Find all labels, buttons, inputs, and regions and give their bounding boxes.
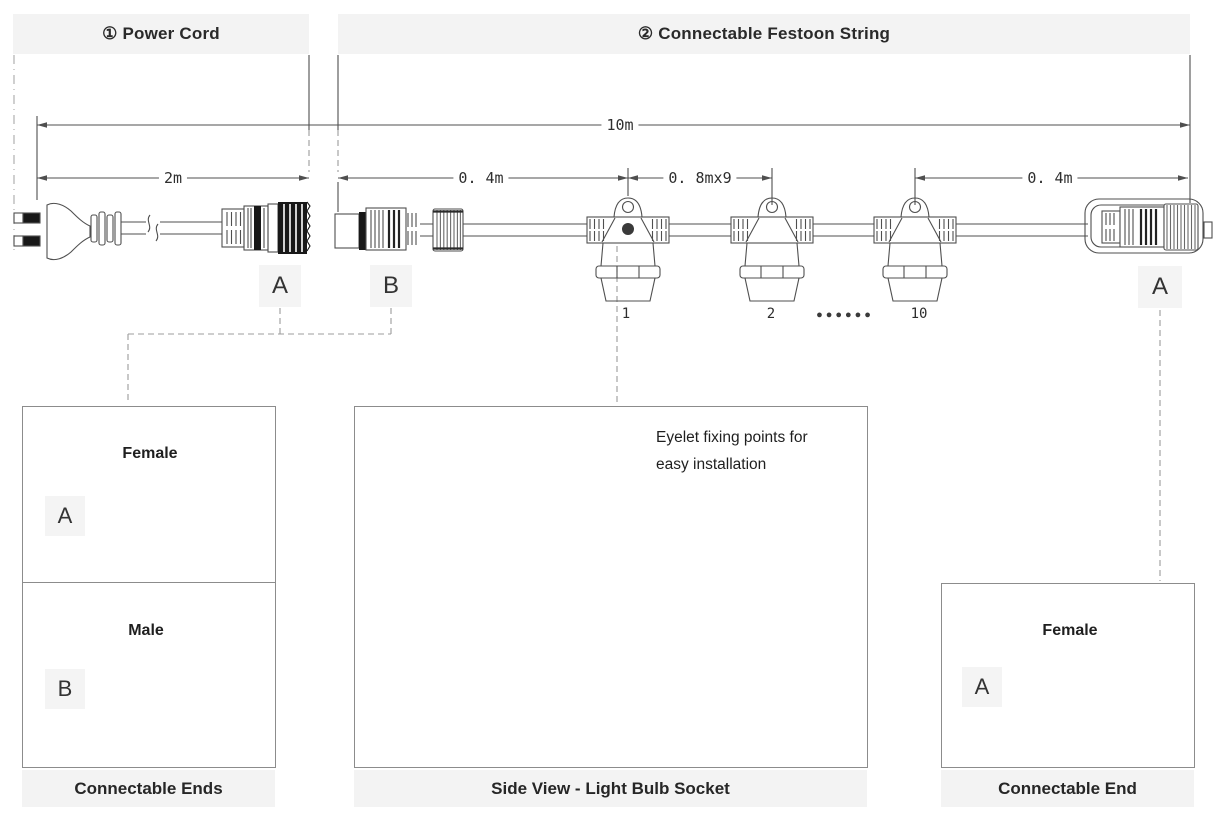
male-connector-title: Male bbox=[128, 622, 164, 639]
power-cord-female-connector-drawing bbox=[221, 201, 311, 254]
bulb-socket-1-drawing bbox=[586, 197, 670, 302]
marker-a-power-cord-end: A bbox=[259, 265, 301, 307]
chip-b-male: B bbox=[45, 669, 85, 709]
string-male-connector-drawing bbox=[334, 207, 464, 252]
socket-number-10: 10 bbox=[910, 306, 928, 322]
festoon-cable bbox=[463, 223, 1088, 237]
extension-lines bbox=[13, 55, 1191, 250]
end-female-title: Female bbox=[1042, 622, 1098, 639]
string-end-connector-drawing bbox=[1084, 198, 1213, 254]
chip-a-end-female: A bbox=[962, 667, 1002, 707]
leader-lines bbox=[127, 246, 1161, 581]
side-view-box bbox=[354, 406, 868, 768]
dimension-total-length: 10m bbox=[601, 116, 639, 134]
caption-connectable-ends: Connectable Ends bbox=[22, 770, 275, 807]
bulb-socket-10-drawing bbox=[873, 197, 957, 302]
dimension-arrows bbox=[37, 122, 1190, 181]
dimension-tail-length: 0. 4m bbox=[1022, 169, 1078, 187]
dimension-socket-spacing: 0. 8mx9 bbox=[663, 169, 737, 187]
socket-number-2: 2 bbox=[766, 306, 776, 322]
header-festoon-string: ② Connectable Festoon String bbox=[338, 14, 1190, 54]
chip-a-female: A bbox=[45, 496, 85, 536]
eyelet-note-line1: Eyelet fixing points for bbox=[656, 429, 808, 446]
socket-ellipsis-dots: ●●●●●● bbox=[816, 309, 874, 321]
caption-side-view: Side View - Light Bulb Socket bbox=[354, 770, 867, 807]
dimension-power-cord-length: 2m bbox=[158, 169, 188, 187]
eyelet-note: Eyelet fixing points for easy installati… bbox=[656, 424, 808, 478]
eyelet-note-line2: easy installation bbox=[656, 456, 767, 473]
marker-b-string-start: B bbox=[370, 265, 412, 307]
bulb-socket-2-drawing bbox=[730, 197, 814, 302]
caption-connectable-end: Connectable End bbox=[941, 770, 1194, 807]
socket-callout-dot bbox=[622, 223, 634, 235]
female-connector-title: Female bbox=[122, 445, 178, 462]
box-divider bbox=[23, 582, 275, 583]
dimension-lead-length: 0. 4m bbox=[453, 169, 509, 187]
header-power-cord: ① Power Cord bbox=[13, 14, 309, 54]
power-plug-drawing bbox=[13, 202, 222, 261]
socket-number-1: 1 bbox=[621, 306, 631, 322]
marker-a-string-end: A bbox=[1138, 266, 1182, 308]
